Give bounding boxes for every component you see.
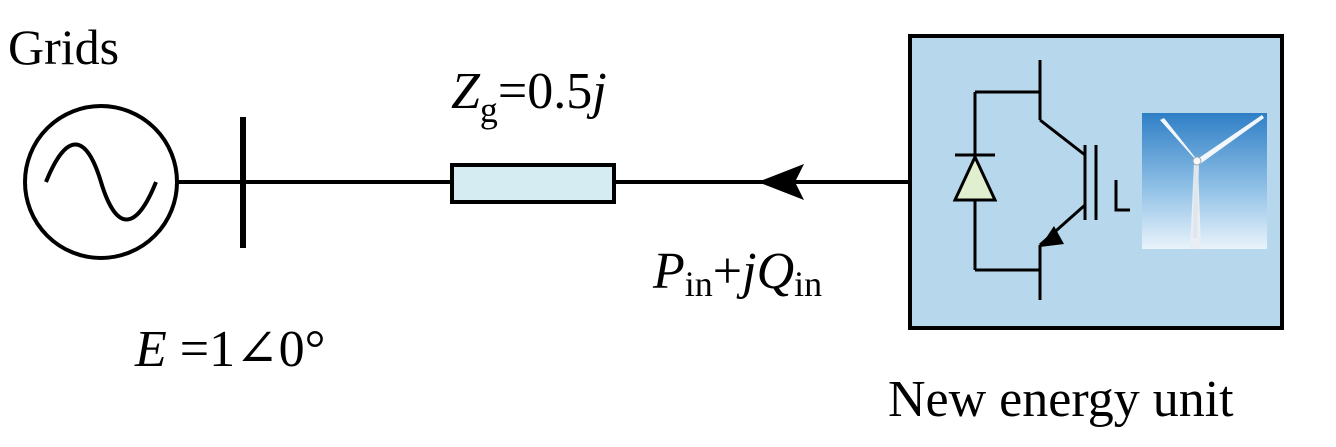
new-energy-unit-label: New energy unit: [888, 371, 1234, 428]
voltage-label: E =1∠0°: [134, 321, 325, 378]
emitter-arrow-icon: [1040, 226, 1064, 247]
diode-icon: [952, 153, 998, 202]
grid-label: Grids: [8, 19, 119, 75]
ac-source-icon: [23, 104, 179, 260]
impedance-block: [450, 163, 616, 204]
power-flow-arrow: [758, 164, 804, 200]
power-label: Pin+jQin: [652, 243, 822, 304]
wind-turbine-icon: [1142, 113, 1267, 249]
impedance-label: Zg=0.5j: [451, 63, 607, 130]
